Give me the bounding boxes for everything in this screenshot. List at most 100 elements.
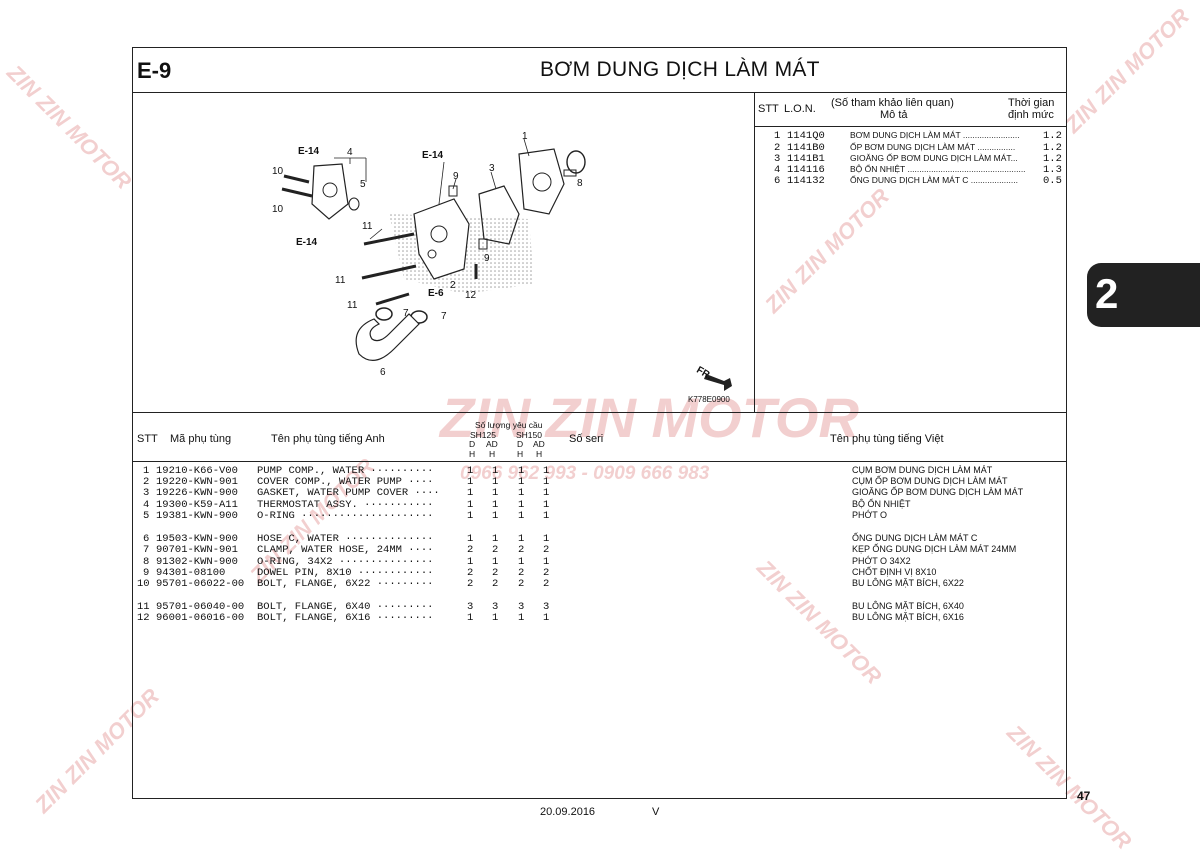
table-header-divider bbox=[132, 461, 1067, 462]
lon-header-time2: định mức bbox=[1008, 109, 1054, 121]
callout-7: 7 bbox=[441, 311, 447, 322]
row-name-en: O-RING ····················· bbox=[257, 510, 434, 522]
lon-code: 1141B0 bbox=[787, 142, 825, 154]
lon-code: 1141Q0 bbox=[787, 130, 825, 142]
row-qty: 1 bbox=[492, 510, 499, 522]
callout-9: 9 bbox=[453, 171, 459, 182]
row-stt: 1 bbox=[143, 465, 150, 477]
parts-header-model-sh125: SH125 bbox=[470, 430, 496, 440]
gasket-shape bbox=[478, 185, 520, 245]
callout-e14: E-14 bbox=[296, 237, 318, 248]
section-code: E-9 bbox=[137, 58, 172, 83]
parts-header-part-no: Mã phụ tùng bbox=[170, 433, 232, 445]
row-qty: 3 bbox=[543, 601, 550, 613]
parts-header-stt: STT bbox=[137, 433, 158, 445]
lon-stt: 1 bbox=[774, 130, 781, 142]
row-qty: 1 bbox=[518, 465, 525, 477]
row-name-en: PUMP COMP., WATER ·········· bbox=[257, 465, 434, 477]
row-part-no: 95701-06022-00 bbox=[156, 578, 245, 590]
row-name-en: O-RING, 34X2 ··············· bbox=[257, 556, 434, 568]
row-part-no: 19300-K59-A11 bbox=[156, 499, 238, 511]
row-qty: 2 bbox=[492, 567, 499, 579]
row-qty: 1 bbox=[518, 612, 525, 624]
row-qty: 2 bbox=[518, 578, 525, 590]
header-divider bbox=[132, 92, 1067, 93]
lon-desc: GIOĂNG ỐP BƠM DUNG DỊCH LÀM MÁT... bbox=[850, 153, 1018, 163]
row-qty: 1 bbox=[543, 533, 550, 545]
lon-stt: 3 bbox=[774, 153, 781, 165]
lon-row: 6 114132 ỐNG DUNG DỊCH LÀM MÁT C .......… bbox=[760, 175, 1065, 187]
callout-8: 8 bbox=[577, 178, 583, 189]
row-name-en: HOSE C, WATER ·············· bbox=[257, 533, 434, 545]
diagram-divider bbox=[754, 92, 755, 412]
lon-code: 114132 bbox=[787, 175, 825, 187]
parts-header-h: H bbox=[536, 449, 543, 459]
o-ring-shape bbox=[566, 150, 586, 174]
row-stt: 6 bbox=[143, 533, 150, 545]
callout-2: 2 bbox=[450, 280, 456, 291]
callout-10: 10 bbox=[272, 166, 284, 177]
row-part-no: 90701-KWN-901 bbox=[156, 544, 238, 556]
lon-stt: 2 bbox=[774, 142, 781, 154]
row-name-vi: PHỚT O 34X2 bbox=[852, 556, 911, 566]
page-title: BƠM DUNG DỊCH LÀM MÁT bbox=[540, 58, 820, 81]
parts-header-sub: AD bbox=[533, 439, 545, 449]
row-qty: 1 bbox=[467, 510, 474, 522]
lon-header-divider bbox=[754, 126, 1067, 127]
pump-cover-shape bbox=[413, 198, 470, 280]
row-qty: 1 bbox=[492, 612, 499, 624]
row-qty: 3 bbox=[467, 601, 474, 613]
hose-shape bbox=[355, 313, 420, 361]
callout-5: 5 bbox=[360, 179, 366, 190]
row-stt: 12 bbox=[137, 612, 150, 624]
callout-11: 11 bbox=[335, 275, 346, 286]
callout-3: 3 bbox=[489, 163, 495, 174]
row-name-en: BOLT, FLANGE, 6X40 ········· bbox=[257, 601, 434, 613]
row-qty: 1 bbox=[492, 465, 499, 477]
parts-header-h: H bbox=[489, 449, 496, 459]
row-name-vi: CỤM BƠM DUNG DỊCH LÀM MÁT bbox=[852, 465, 993, 475]
lon-stt: 6 bbox=[774, 175, 781, 187]
callout-10: 10 bbox=[272, 204, 284, 215]
lon-header-stt: STT bbox=[758, 103, 779, 115]
row-qty: 1 bbox=[492, 499, 499, 511]
callout-11: 11 bbox=[362, 221, 373, 232]
row-qty: 2 bbox=[543, 578, 550, 590]
callout-11: 11 bbox=[347, 300, 358, 311]
row-qty: 1 bbox=[518, 487, 525, 499]
lon-desc: BƠM DUNG DỊCH LÀM MÁT ..................… bbox=[850, 130, 1020, 140]
row-name-vi: BU LÔNG MẶT BÍCH, 6X22 bbox=[852, 578, 964, 588]
lon-row: 4 114116 BỘ ỔN NHIỆT ...................… bbox=[760, 164, 1065, 176]
row-qty: 1 bbox=[467, 533, 474, 545]
lon-header-time1: Thời gian bbox=[1008, 97, 1055, 109]
row-name-en: GASKET, WATER PUMP COVER ···· bbox=[257, 487, 440, 499]
row-qty: 1 bbox=[543, 499, 550, 511]
row-name-en: THERMOSTAT ASSY. ··········· bbox=[257, 499, 434, 511]
row-qty: 1 bbox=[467, 612, 474, 624]
row-stt: 8 bbox=[143, 556, 150, 568]
row-name-en: COVER COMP., WATER PUMP ···· bbox=[257, 476, 434, 488]
row-name-vi: BU LÔNG MẶT BÍCH, 6X40 bbox=[852, 601, 964, 611]
callout-4: 4 bbox=[347, 147, 353, 158]
callout-e14: E-14 bbox=[422, 150, 444, 161]
parts-header-serial: Số seri bbox=[569, 433, 604, 445]
callout-9: 9 bbox=[484, 253, 490, 264]
parts-header-qty: Số lượng yêu cầu bbox=[475, 420, 543, 430]
row-qty: 1 bbox=[467, 476, 474, 488]
row-qty: 2 bbox=[492, 578, 499, 590]
row-name-en: CLAMP, WATER HOSE, 24MM ···· bbox=[257, 544, 434, 556]
lon-stt: 4 bbox=[774, 164, 781, 176]
row-qty: 1 bbox=[518, 510, 525, 522]
lon-header-lon: L.O.N. bbox=[784, 103, 816, 115]
callout-1: 1 bbox=[522, 131, 528, 142]
callout-7: 7 bbox=[403, 308, 409, 319]
parts-header-h: H bbox=[469, 449, 476, 459]
row-qty: 1 bbox=[492, 487, 499, 499]
row-name-vi: CHỐT ĐỊNH VỊ 8X10 bbox=[852, 567, 937, 577]
row-qty: 1 bbox=[543, 476, 550, 488]
row-stt: 11 bbox=[137, 601, 150, 613]
pump-comp-shape bbox=[518, 148, 565, 215]
row-qty: 3 bbox=[518, 601, 525, 613]
row-part-no: 94301-08100 bbox=[156, 567, 226, 579]
page-frame bbox=[132, 47, 1067, 799]
